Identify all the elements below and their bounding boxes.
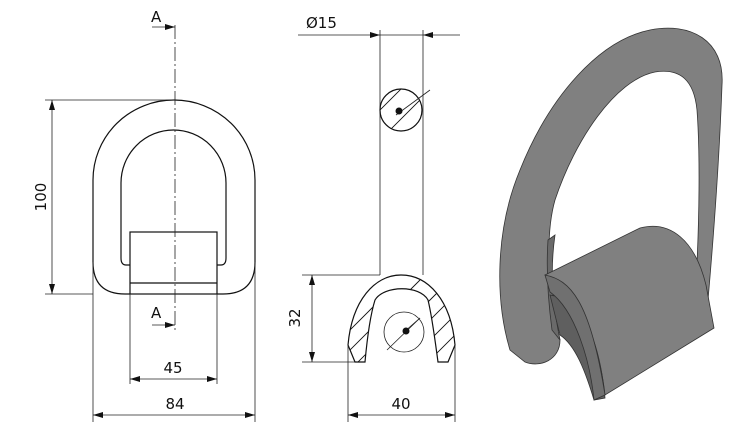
dim-section-height-label: 32 (286, 308, 304, 327)
isometric-view (499, 27, 723, 401)
dim-total-width-label: 84 (165, 395, 184, 413)
section-label-bottom: A (151, 304, 162, 322)
ring-inner-outline (120, 129, 227, 266)
center-dot (395, 107, 403, 115)
ring-outer-outline (92, 99, 256, 295)
section-label-top: A (151, 8, 162, 26)
dim-diameter-label: Ø15 (306, 14, 337, 32)
front-view: A A 100 45 84 (32, 8, 256, 422)
section-hatching (348, 279, 455, 362)
dim-height-label: 100 (32, 183, 50, 212)
base-block (129, 231, 218, 295)
dim-section-width-label: 40 (391, 395, 410, 413)
wire-profile-circle (383, 311, 425, 353)
section-view: Ø15 32 40 (286, 14, 460, 422)
section-profile (347, 274, 456, 363)
dim-block-width-label: 45 (163, 359, 182, 377)
